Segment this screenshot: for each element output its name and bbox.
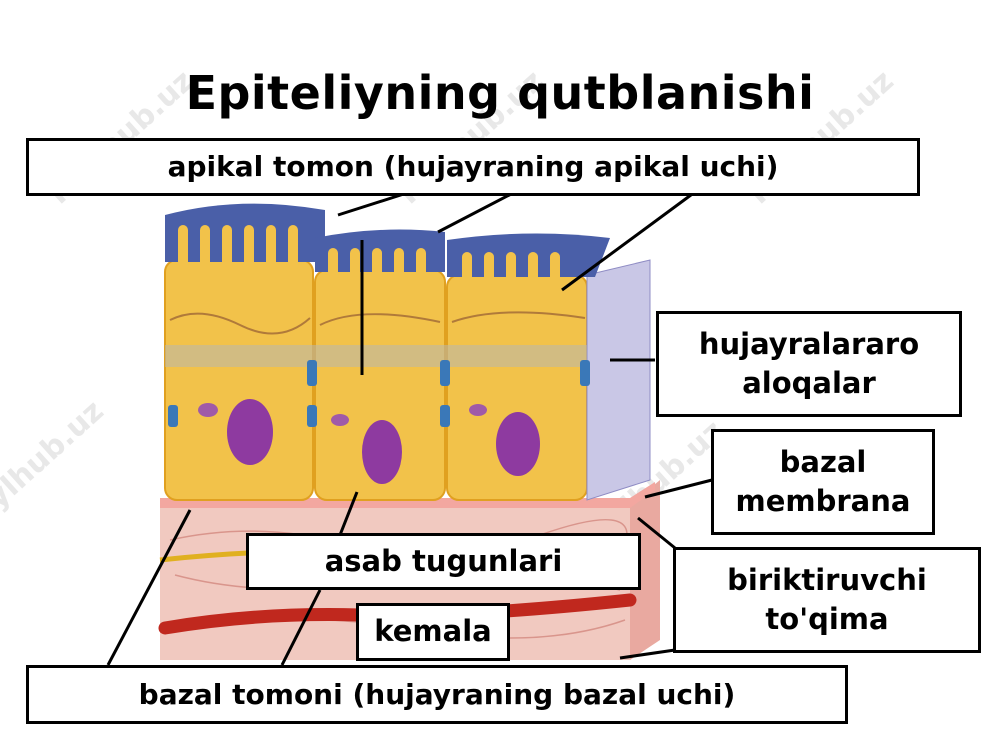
page-title: Epiteliyning qutblanishi	[185, 66, 815, 120]
label-basal-text: bazal tomoni (hujayraning bazal uchi)	[138, 677, 736, 711]
lateral-surface	[586, 259, 651, 501]
connective-side	[630, 480, 660, 660]
microvilli-gaps	[178, 225, 560, 292]
label-vessel-text: kemala	[374, 614, 492, 649]
label-connective-tissue-text: biriktiruvchi to'qima	[727, 562, 927, 636]
label-basal: bazal tomoni (hujayraning bazal uchi)	[26, 665, 848, 724]
label-nerve-endings: asab tugunlari	[246, 533, 641, 590]
label-basal-membrane-text: bazal membrana	[735, 444, 911, 518]
label-nerve-endings-text: asab tugunlari	[324, 543, 563, 578]
organelle	[331, 414, 349, 426]
nucleus	[362, 420, 402, 484]
terminal-band	[165, 345, 587, 367]
nucleus	[496, 412, 540, 476]
cell-junctions	[168, 360, 590, 427]
label-junctions: hujayralararo aloqalar	[656, 311, 962, 417]
organelle	[198, 403, 218, 417]
cytoskeleton	[169, 311, 586, 335]
organelle	[469, 404, 487, 416]
label-junctions-text: hujayralararo aloqalar	[698, 326, 920, 400]
cell-body	[164, 259, 314, 501]
label-basal-membrane: bazal membrana	[711, 429, 935, 535]
nucleus	[227, 399, 273, 465]
label-connective-tissue: biriktiruvchi to'qima	[673, 547, 981, 653]
label-apical: apikal tomon (hujayraning apikal uchi)	[26, 138, 920, 196]
label-apical-text: apikal tomon (hujayraning apikal uchi)	[167, 150, 779, 184]
label-vessel: kemala	[356, 603, 510, 661]
basal-membrane	[160, 482, 655, 508]
